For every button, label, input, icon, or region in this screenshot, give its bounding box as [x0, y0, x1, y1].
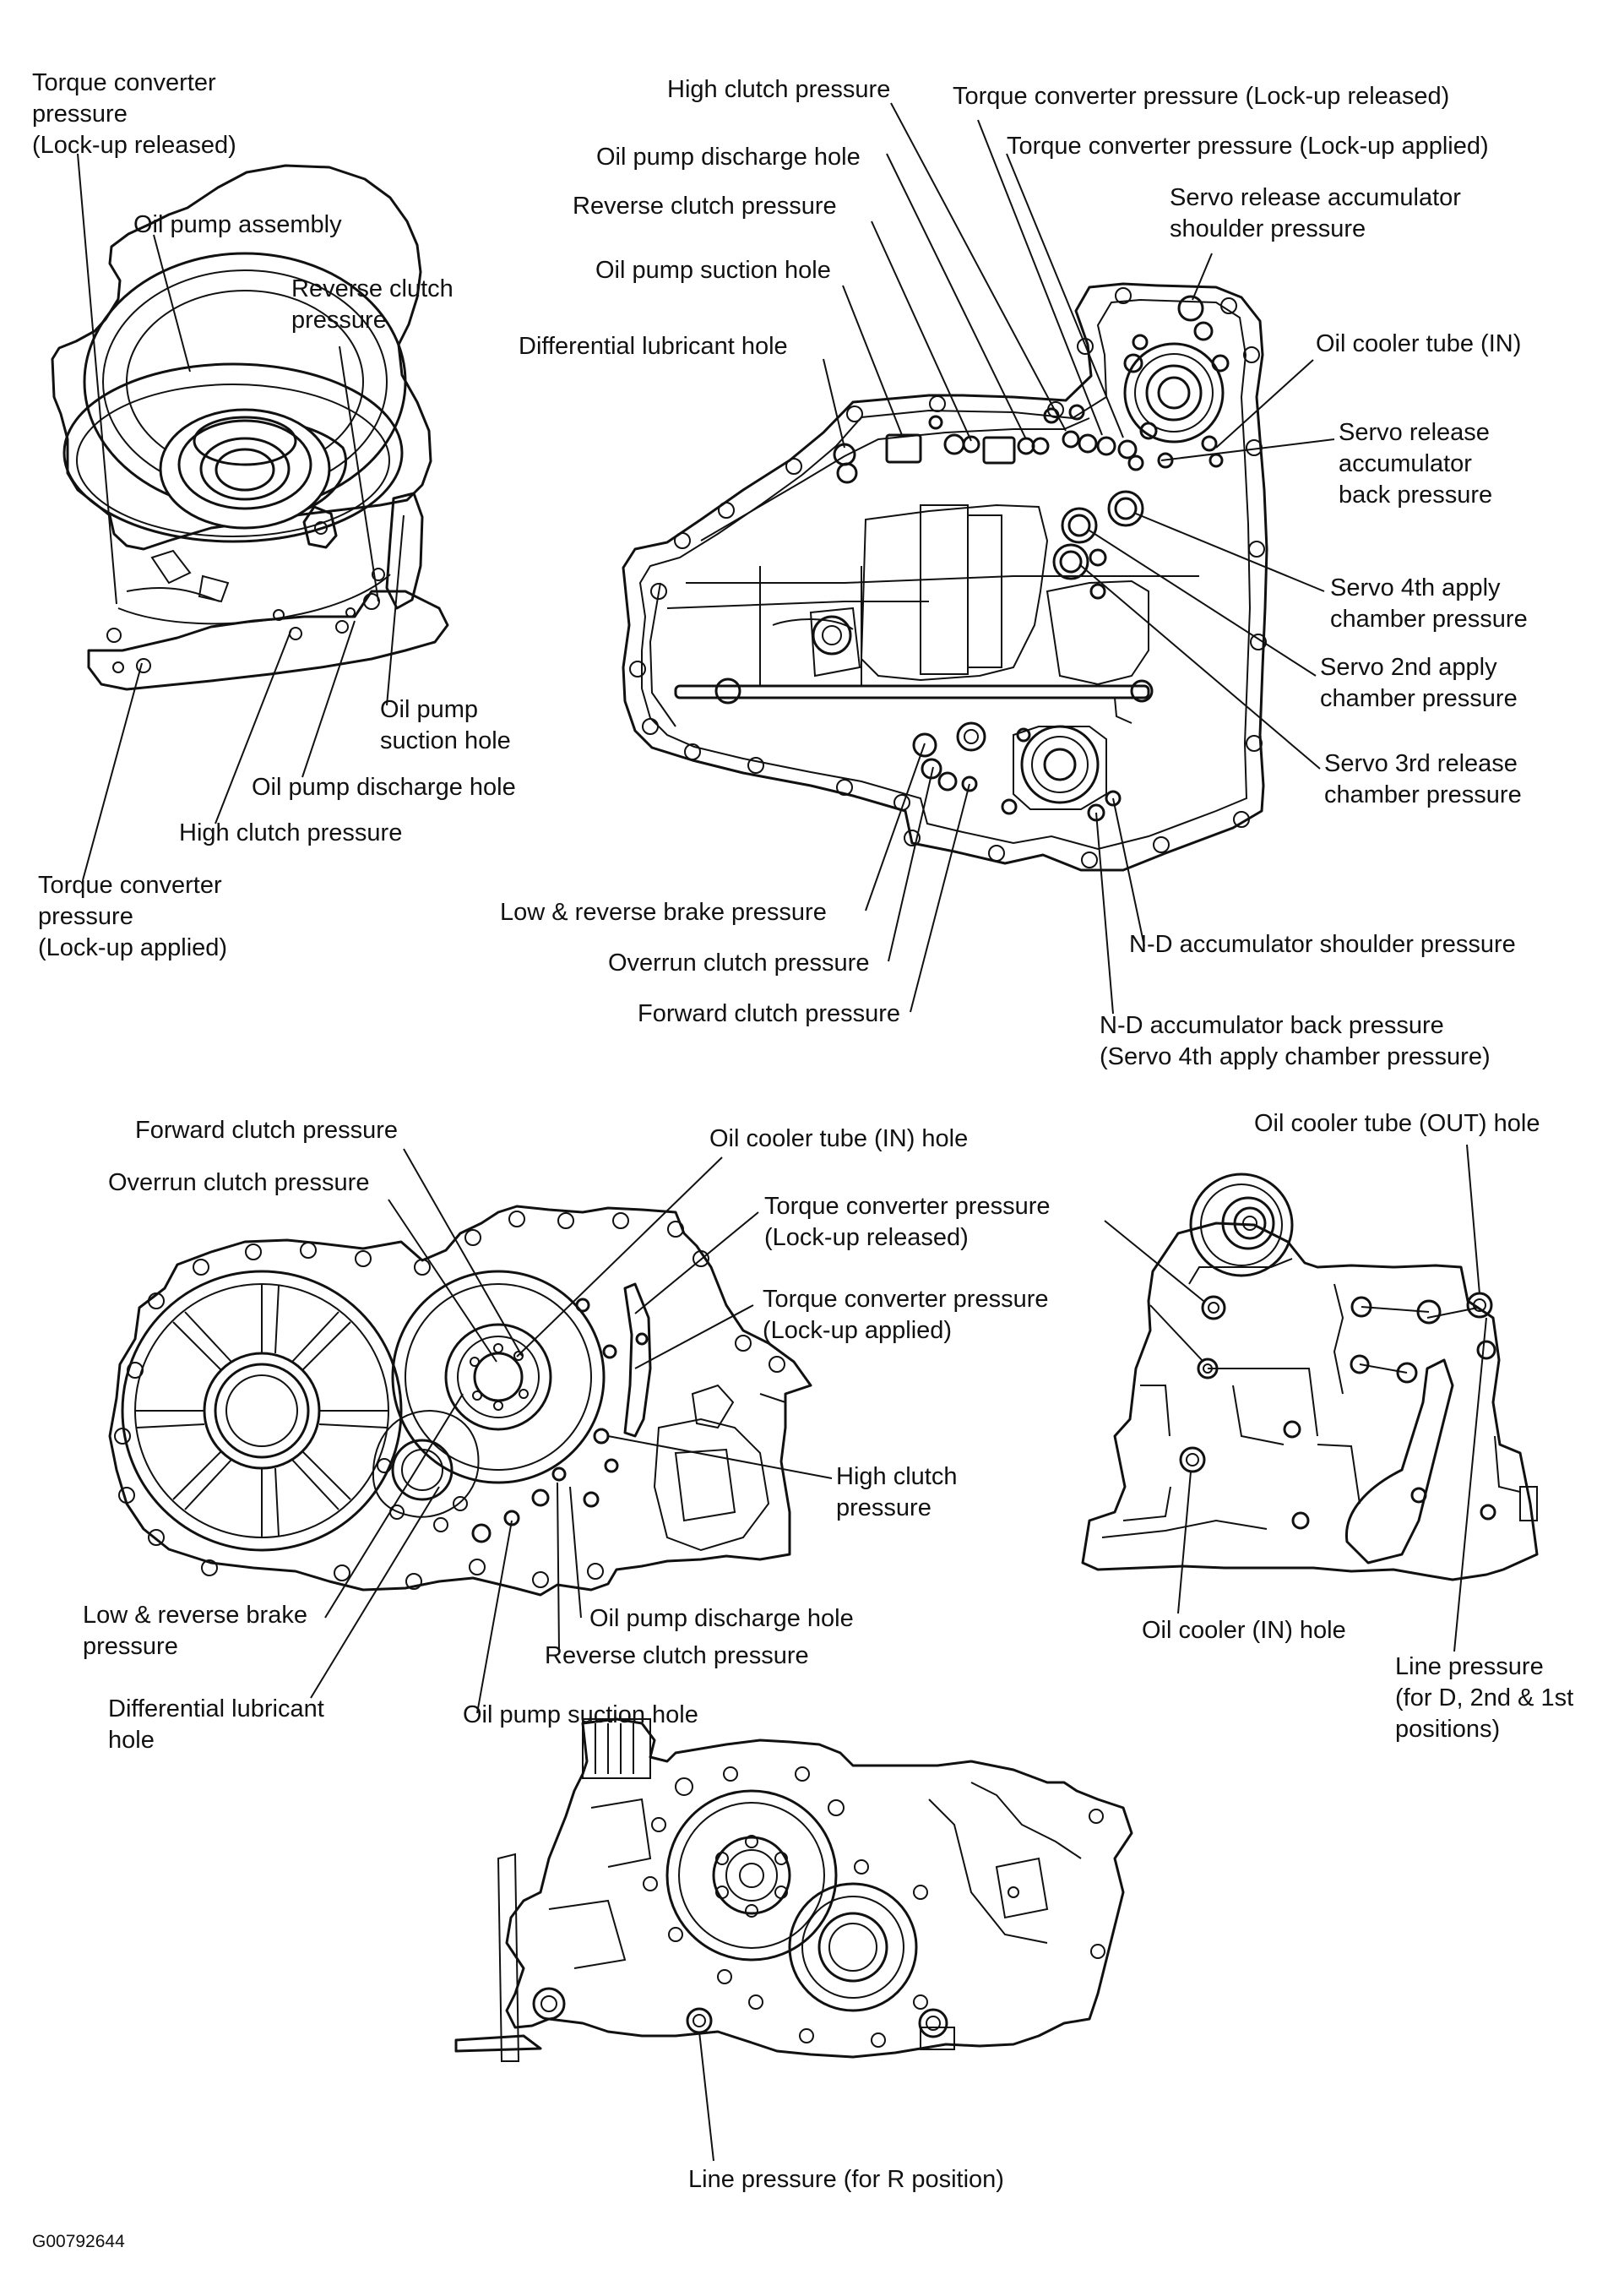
label-ch-low-reverse: Low & reverse brake pressure — [83, 1602, 307, 1660]
label-cv-suction-hole: Oil pump suction hole — [595, 257, 831, 284]
case-end-leader-lines — [1104, 1144, 1487, 1652]
label-ce-line-pressure: Line pressure (for D, 2nd & 1st position… — [1395, 1653, 1574, 1743]
label-cv-forward: Forward clutch pressure — [638, 1000, 901, 1027]
case-front-leader-lines — [698, 2031, 714, 2162]
label-oil-pump-discharge-hole: Oil pump discharge hole — [252, 774, 516, 801]
label-oil-pump-reverse-clutch: Reverse clutch pressure — [291, 275, 454, 334]
label-cv-nd-shoulder: N-D accumulator shoulder pressure — [1129, 931, 1516, 958]
label-cv-servo-3rd: Servo 3rd release chamber pressure — [1324, 750, 1522, 808]
label-cv-low-reverse: Low & reverse brake pressure — [500, 899, 827, 926]
label-cv-overrun: Overrun clutch pressure — [608, 950, 870, 977]
label-cf-line-pressure-r: Line pressure (for R position) — [688, 2166, 1004, 2193]
case-front-drawing — [454, 1717, 1133, 2062]
label-oil-pump-tc-applied: Torque converter pressure (Lock-up appli… — [38, 872, 228, 961]
label-oil-pump-high-clutch: High clutch pressure — [179, 819, 403, 846]
case-end-drawing — [1081, 1173, 1539, 1581]
label-cv-tc-applied: Torque converter pressure (Lock-up appli… — [1007, 133, 1489, 160]
label-oil-pump-suction-hole: Oil pump suction hole — [380, 696, 511, 754]
label-ch-tc-released: Torque converter pressure (Lock-up relea… — [764, 1193, 1051, 1251]
label-cv-tc-released: Torque converter pressure (Lock-up relea… — [953, 83, 1450, 110]
label-cv-servo-2nd: Servo 2nd apply chamber pressure — [1320, 654, 1518, 712]
label-cv-discharge-hole: Oil pump discharge hole — [596, 144, 861, 171]
label-ce-cooler-in: Oil cooler (IN) hole — [1142, 1617, 1346, 1644]
converter-housing-drawing — [108, 1205, 812, 1597]
label-cv-nd-back: N-D accumulator back pressure (Servo 4th… — [1100, 1012, 1491, 1070]
oil-pump-leader-lines — [77, 153, 405, 881]
label-ch-forward: Forward clutch pressure — [135, 1117, 399, 1144]
label-cv-reverse-clutch: Reverse clutch pressure — [573, 193, 837, 220]
oil-pump-assembly-drawing — [51, 164, 449, 691]
label-ch-overrun: Overrun clutch pressure — [108, 1169, 370, 1196]
control-valve-leader-lines — [823, 102, 1335, 1015]
label-ch-cooler-in-hole: Oil cooler tube (IN) hole — [709, 1125, 969, 1152]
label-cv-servo-back: Servo release accumulator back pressure — [1339, 419, 1493, 509]
label-oil-pump-tc-released: Torque converter pressure (Lock-up relea… — [32, 69, 236, 159]
label-oil-pump-assembly: Oil pump assembly — [133, 211, 342, 238]
label-ch-tc-applied: Torque converter pressure (Lock-up appli… — [763, 1286, 1049, 1344]
control-valve-side-drawing — [622, 282, 1268, 872]
label-cv-servo-4th: Servo 4th apply chamber pressure — [1330, 574, 1528, 633]
label-cv-high-clutch: High clutch pressure — [667, 76, 891, 103]
label-ce-cooler-out: Oil cooler tube (OUT) hole — [1254, 1110, 1540, 1137]
label-ch-suction-hole: Oil pump suction hole — [463, 1701, 698, 1728]
label-ch-discharge-hole: Oil pump discharge hole — [589, 1605, 854, 1632]
label-cv-diff-lube: Differential lubricant hole — [519, 333, 788, 360]
figure-code: G00792644 — [32, 2232, 125, 2251]
label-ch-high-clutch: High clutch pressure — [836, 1463, 958, 1521]
label-ch-reverse-clutch: Reverse clutch pressure — [545, 1642, 809, 1669]
label-cv-cooler-in: Oil cooler tube (IN) — [1316, 330, 1522, 357]
label-ch-diff-lube: Differential lubricant hole — [108, 1695, 324, 1754]
converter-housing-leader-lines — [310, 1148, 833, 1714]
label-cv-servo-shoulder: Servo release accumulator shoulder press… — [1170, 184, 1461, 242]
